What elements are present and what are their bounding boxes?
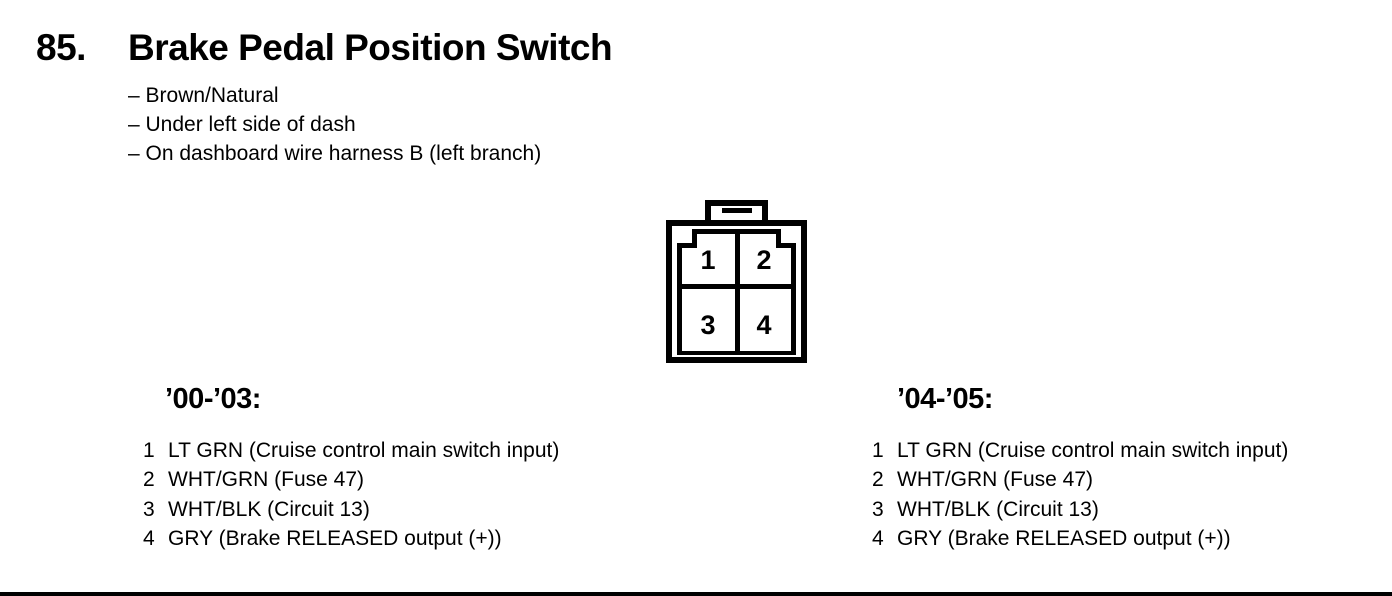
connector-diagram: 1 2 3 4 [666, 200, 807, 363]
pin-list-04-05: 1 LT GRN (Cruise control main switch inp… [872, 436, 1288, 554]
pin-number-label: 4 [143, 527, 155, 551]
pin-number-1: 1 [700, 245, 715, 275]
pin-description: LT GRN (Cruise control main switch input… [897, 439, 1289, 462]
pin-description: WHT/GRN (Fuse 47) [168, 468, 365, 492]
bullet-list: – Brown/Natural – Under left side of das… [128, 81, 541, 168]
pin-number-label: 4 [872, 527, 884, 551]
pin-row: 2 WHT/GRN (Fuse 47) [872, 465, 1288, 494]
pin-description: WHT/BLK (Circuit 13) [897, 497, 1099, 521]
pin-number-label: 1 [872, 439, 884, 462]
pin-description: LT GRN (Cruise control main switch input… [168, 439, 560, 462]
pin-list-00-03: 1 LT GRN (Cruise control main switch inp… [143, 436, 559, 554]
pin-description: GRY (Brake RELEASED output (+)) [897, 527, 1231, 551]
pin-row: 4 GRY (Brake RELEASED output (+)) [143, 524, 559, 553]
pin-number-2: 2 [756, 245, 771, 275]
pin-number-label: 3 [872, 497, 884, 521]
page-title: Brake Pedal Position Switch [128, 27, 613, 68]
pin-row: 1 LT GRN (Cruise control main switch inp… [143, 436, 559, 465]
year-range-heading-04-05: ’04-’05: [897, 383, 993, 415]
pin-number-3: 3 [700, 310, 715, 340]
pin-cavity-2 [740, 234, 791, 284]
pin-description: GRY (Brake RELEASED output (+)) [168, 527, 502, 551]
connector-tab [705, 200, 768, 222]
pin-number-label: 1 [143, 439, 155, 462]
bullet-item-location: – Under left side of dash [128, 113, 356, 136]
footer-rule [0, 592, 1392, 596]
pin-row: 3 WHT/BLK (Circuit 13) [143, 495, 559, 524]
pin-number-label: 2 [143, 468, 155, 492]
bullet-item-color: – Brown/Natural [128, 84, 279, 107]
year-range-heading-00-03: ’00-’03: [165, 383, 261, 415]
item-number: 85. [36, 27, 86, 68]
pin-number-label: 2 [872, 468, 884, 492]
pin-description: WHT/BLK (Circuit 13) [168, 497, 370, 521]
pin-number-label: 3 [143, 497, 155, 521]
pin-cavity-4 [740, 289, 791, 351]
pin-description: WHT/GRN (Fuse 47) [897, 468, 1094, 492]
pin-row: 3 WHT/BLK (Circuit 13) [872, 495, 1288, 524]
pin-cavity-1 [682, 234, 735, 284]
pin-cavity-3 [682, 289, 735, 351]
pin-row: 1 LT GRN (Cruise control main switch inp… [872, 436, 1288, 465]
pin-row: 2 WHT/GRN (Fuse 47) [143, 465, 559, 494]
pin-number-4: 4 [756, 310, 771, 340]
pin-row: 4 GRY (Brake RELEASED output (+)) [872, 524, 1288, 553]
bullet-item-harness: – On dashboard wire harness B (left bran… [128, 142, 542, 165]
